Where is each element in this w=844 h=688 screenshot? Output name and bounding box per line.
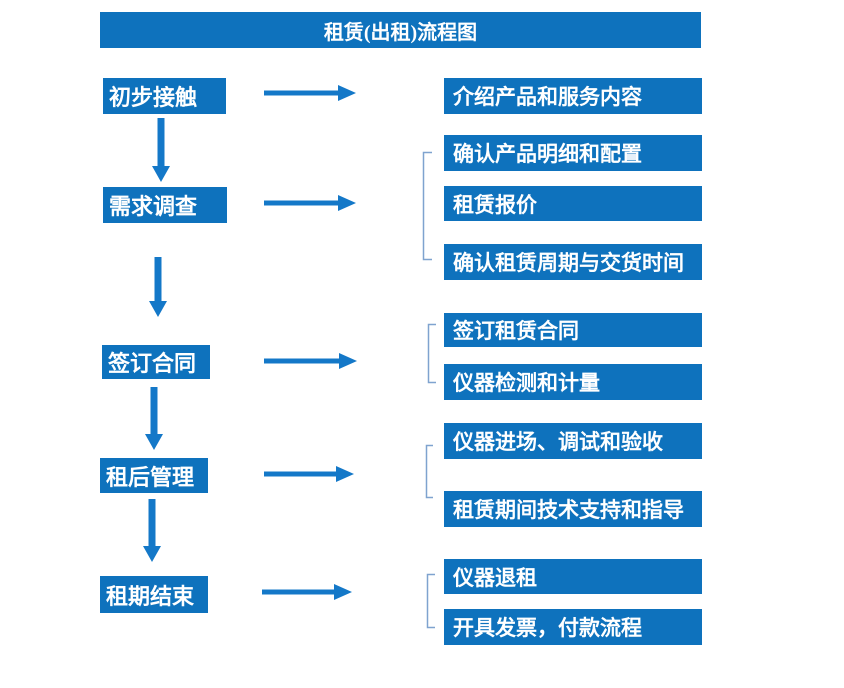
title-bar: 租赁(出租)流程图: [100, 12, 701, 48]
step-box-demand-survey: 需求调查: [103, 187, 227, 223]
arrow-step2-to-step3-icon: [149, 257, 167, 317]
arrow-step1-to-outputs-icon: [264, 85, 356, 101]
output-box-sign-rental-contract: 签订租赁合同: [444, 313, 702, 347]
bracket-step4-outputs: [425, 444, 433, 499]
step-box-post-rental-management: 租后管理: [100, 458, 208, 493]
arrow-step4-to-step5-icon: [143, 499, 161, 562]
output-box-confirm-product-details: 确认产品明细和配置: [444, 135, 702, 171]
arrow-step5-to-outputs-icon: [262, 584, 352, 600]
arrow-step4-to-outputs-icon: [264, 466, 354, 482]
step-box-sign-contract: 签订合同: [102, 345, 210, 379]
output-box-rental-quotation: 租赁报价: [444, 186, 702, 221]
arrow-step1-to-step2-icon: [152, 118, 170, 182]
arrow-step3-to-step4-icon: [145, 387, 163, 450]
bracket-step2-outputs: [422, 151, 432, 261]
output-box-confirm-rental-period: 确认租赁周期与交货时间: [444, 244, 702, 280]
output-box-instrument-testing: 仪器检测和计量: [444, 364, 702, 400]
arrow-step3-to-outputs-icon: [264, 353, 357, 369]
output-box-instrument-setup-acceptance: 仪器进场、调试和验收: [444, 423, 702, 459]
output-box-instrument-return: 仪器退租: [444, 559, 702, 594]
bracket-step5-outputs: [426, 573, 435, 629]
arrow-step2-to-outputs-icon: [264, 195, 356, 211]
page-title: 租赁(出租)流程图: [323, 21, 478, 44]
output-box-invoice-payment: 开具发票，付款流程: [444, 609, 702, 645]
output-box-introduce-products: 介绍产品和服务内容: [444, 78, 702, 114]
bracket-step3-outputs: [427, 323, 436, 384]
step-box-initial-contact: 初步接触: [103, 78, 226, 114]
step-box-rental-end: 租期结束: [100, 576, 208, 613]
output-box-technical-support: 租赁期间技术支持和指导: [444, 491, 702, 527]
